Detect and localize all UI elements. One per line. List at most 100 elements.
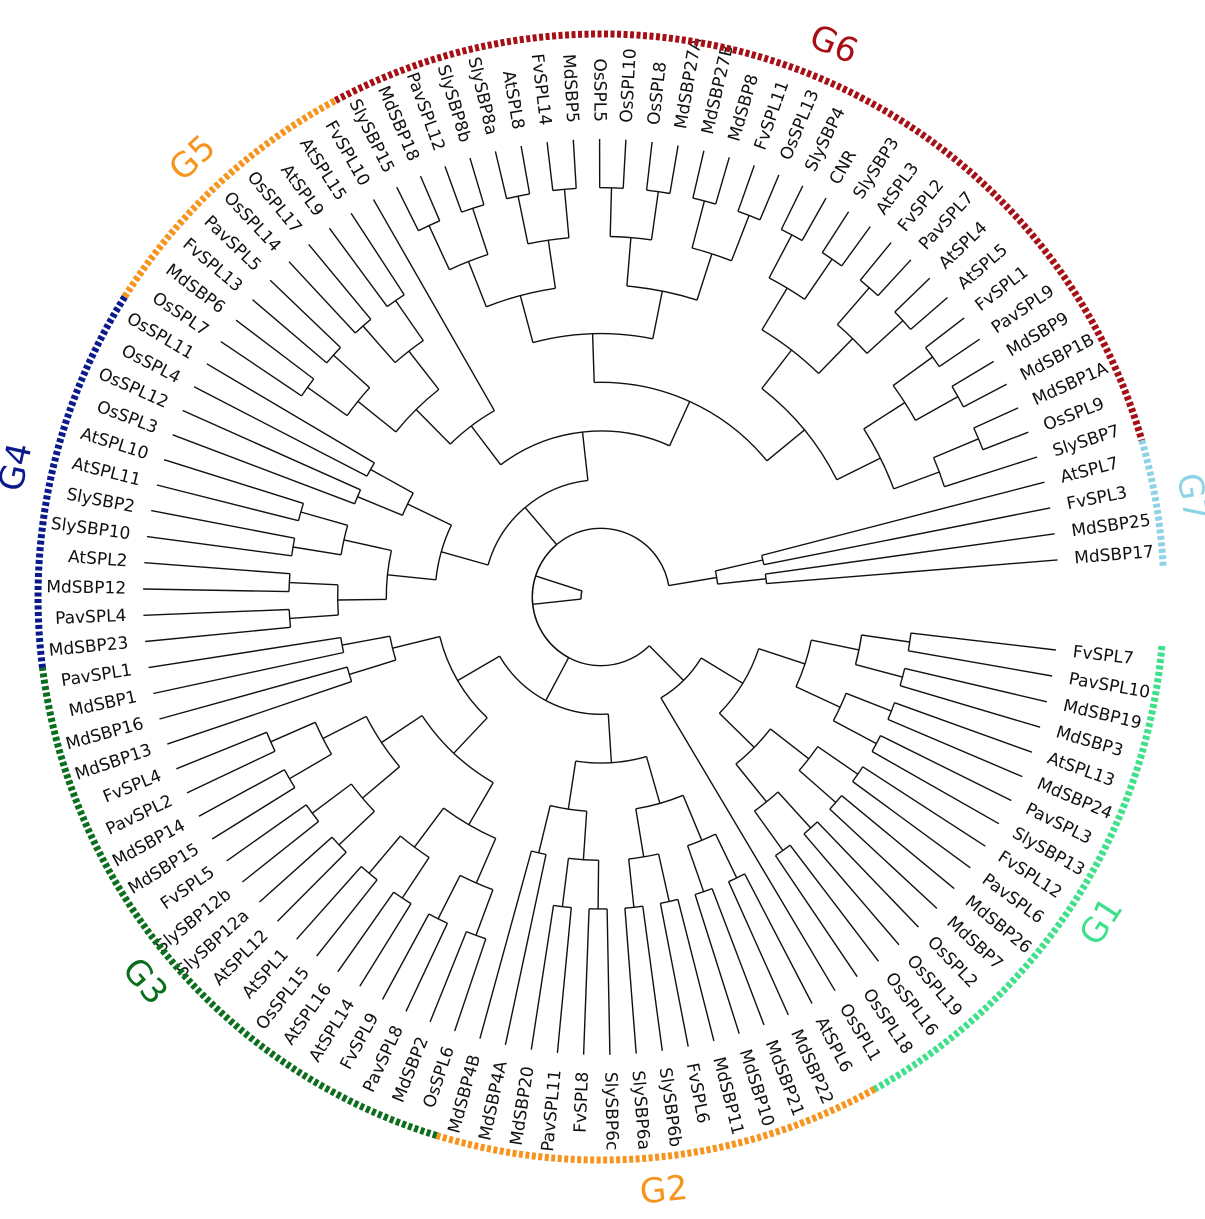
- branch-line: [744, 873, 813, 1004]
- branch-line: [308, 243, 372, 320]
- branch-line: [973, 407, 1019, 429]
- branch-line: [730, 215, 750, 262]
- branch-arc: [754, 791, 779, 812]
- branch-arc: [531, 544, 570, 659]
- branch-line: [419, 175, 441, 222]
- branch-arc: [366, 462, 376, 477]
- branch-line: [933, 438, 979, 459]
- branch-line: [163, 459, 304, 505]
- group-label-g7: G7: [1168, 470, 1205, 524]
- group-arc-g6: [333, 30, 1146, 442]
- branch-line: [727, 881, 789, 1016]
- group-label-g5: G5: [161, 127, 223, 189]
- branch-arc: [288, 609, 292, 628]
- branch-arc: [266, 732, 276, 752]
- branch-line: [193, 386, 368, 477]
- branch-line: [861, 634, 910, 643]
- branch-line: [866, 320, 904, 354]
- leaf-label: SlySBP10: [50, 514, 132, 544]
- branch-line: [337, 598, 387, 601]
- branch-line: [852, 780, 971, 869]
- branch-arc: [795, 639, 812, 688]
- branch-line: [652, 290, 663, 339]
- branch-arc: [894, 311, 912, 330]
- branch-line: [437, 875, 461, 920]
- leaf-label: SlySBP2: [65, 485, 137, 518]
- branch-arc: [428, 913, 448, 924]
- branch-arc: [687, 833, 716, 847]
- branch-line: [444, 166, 463, 213]
- branch-arc: [500, 430, 670, 466]
- leaf-label: PavSPL4: [55, 606, 127, 629]
- branch-line: [700, 657, 744, 684]
- branch-line: [925, 317, 965, 349]
- branch-arc: [973, 427, 984, 450]
- branch-line: [910, 632, 1056, 651]
- branch-line: [798, 769, 837, 804]
- branch-line: [235, 319, 315, 380]
- branch-line: [338, 810, 375, 846]
- branch-line: [717, 578, 767, 585]
- branch-line: [645, 756, 661, 804]
- branch-arc: [283, 769, 296, 788]
- leaf-label: PavSPL1: [60, 660, 134, 691]
- branch-arc: [449, 410, 495, 445]
- leaf-label: FvSPL3: [1065, 483, 1129, 515]
- leaf-label: MdSBP23: [48, 633, 129, 661]
- leaf-labels: FvSPL7PavSPL10MdSBP19MdSBP3AtSPL13MdSBP2…: [46, 37, 1155, 1153]
- branch-line: [915, 395, 959, 422]
- branch-line: [556, 907, 572, 1053]
- branch-line: [472, 208, 489, 255]
- branch-line: [453, 717, 488, 754]
- branch-line: [269, 279, 341, 349]
- branch-line: [803, 833, 900, 946]
- branch-line: [153, 651, 344, 695]
- branch-line: [381, 715, 423, 744]
- branch-arc: [401, 492, 414, 516]
- branch-line: [817, 746, 859, 775]
- branch-arc: [798, 746, 819, 771]
- branch-line: [768, 234, 793, 279]
- leaf-label: PavSPL11: [538, 1069, 566, 1153]
- branch-line: [609, 187, 613, 237]
- branch-line: [475, 889, 494, 936]
- leaf-label: OsSPL10: [617, 48, 641, 123]
- branch-line: [841, 226, 871, 267]
- branch-line: [468, 782, 494, 826]
- branch-arc: [932, 457, 946, 487]
- branch-line: [211, 787, 296, 840]
- leaf-label: SlySBP6b: [655, 1066, 686, 1148]
- branch-arc: [386, 294, 405, 308]
- branch-arc: [314, 722, 333, 755]
- branch-line: [816, 821, 920, 928]
- branch-line: [457, 655, 500, 682]
- leaf-label: MdSBP5: [558, 53, 582, 123]
- branch-line: [368, 835, 401, 874]
- branch-arc: [821, 252, 843, 267]
- branch-line: [567, 760, 577, 810]
- branch-line: [887, 718, 1023, 778]
- group-label-g1: G1: [1072, 891, 1132, 953]
- branch-line: [877, 259, 912, 297]
- branch-line: [761, 287, 788, 331]
- group-label-g4: G4: [0, 439, 40, 495]
- branch-arc: [718, 648, 760, 714]
- branch-arc: [575, 755, 647, 764]
- branch-line: [801, 197, 827, 241]
- branch-arc: [761, 387, 838, 481]
- branch-line: [182, 409, 361, 491]
- branch-line: [735, 763, 768, 803]
- branch-line: [535, 575, 583, 592]
- branch-line: [657, 853, 670, 902]
- branch-line: [841, 795, 955, 890]
- branch-arc: [305, 804, 320, 822]
- leaf-label: FvSPL6: [682, 1061, 713, 1125]
- branch-arc: [395, 388, 440, 433]
- branch-line: [833, 720, 877, 745]
- branch-line: [572, 139, 577, 189]
- leaf-label: MdSBP12: [46, 577, 126, 598]
- branch-line: [517, 196, 529, 244]
- branch-line: [415, 409, 451, 445]
- branch-line: [470, 425, 502, 466]
- branch-line: [938, 338, 980, 368]
